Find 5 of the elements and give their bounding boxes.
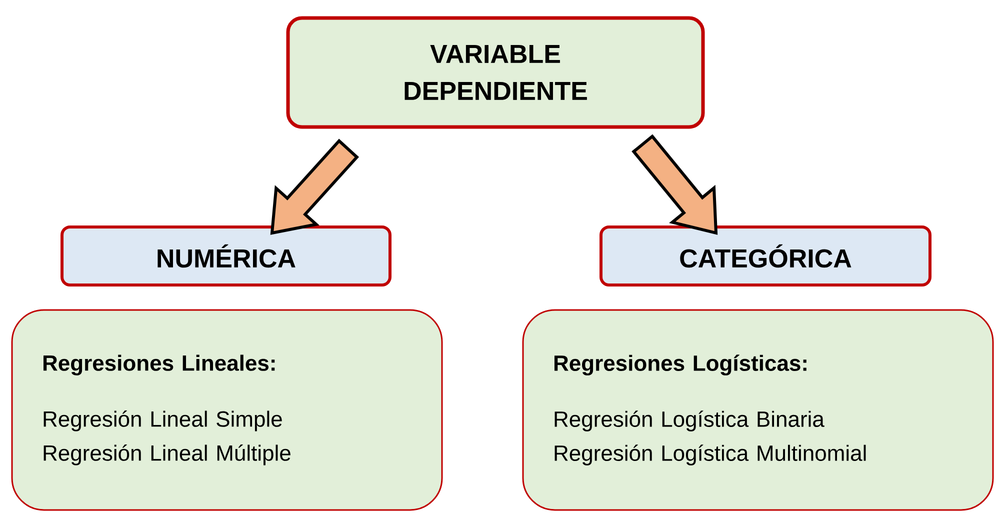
title-box: VARIABLE DEPENDIENTE [286, 16, 705, 129]
method-box: Regresiones Logísticas: Regresión Logística Binaria Regresión Logística Multinomial [522, 309, 994, 511]
method-box: Regresiones Lineales: Regresión Lineal Simple Regresión Lineal Múltiple [11, 309, 443, 511]
category-box: CATEGÓRICA [600, 226, 932, 286]
category-box: NUMÉRICA [60, 226, 392, 286]
